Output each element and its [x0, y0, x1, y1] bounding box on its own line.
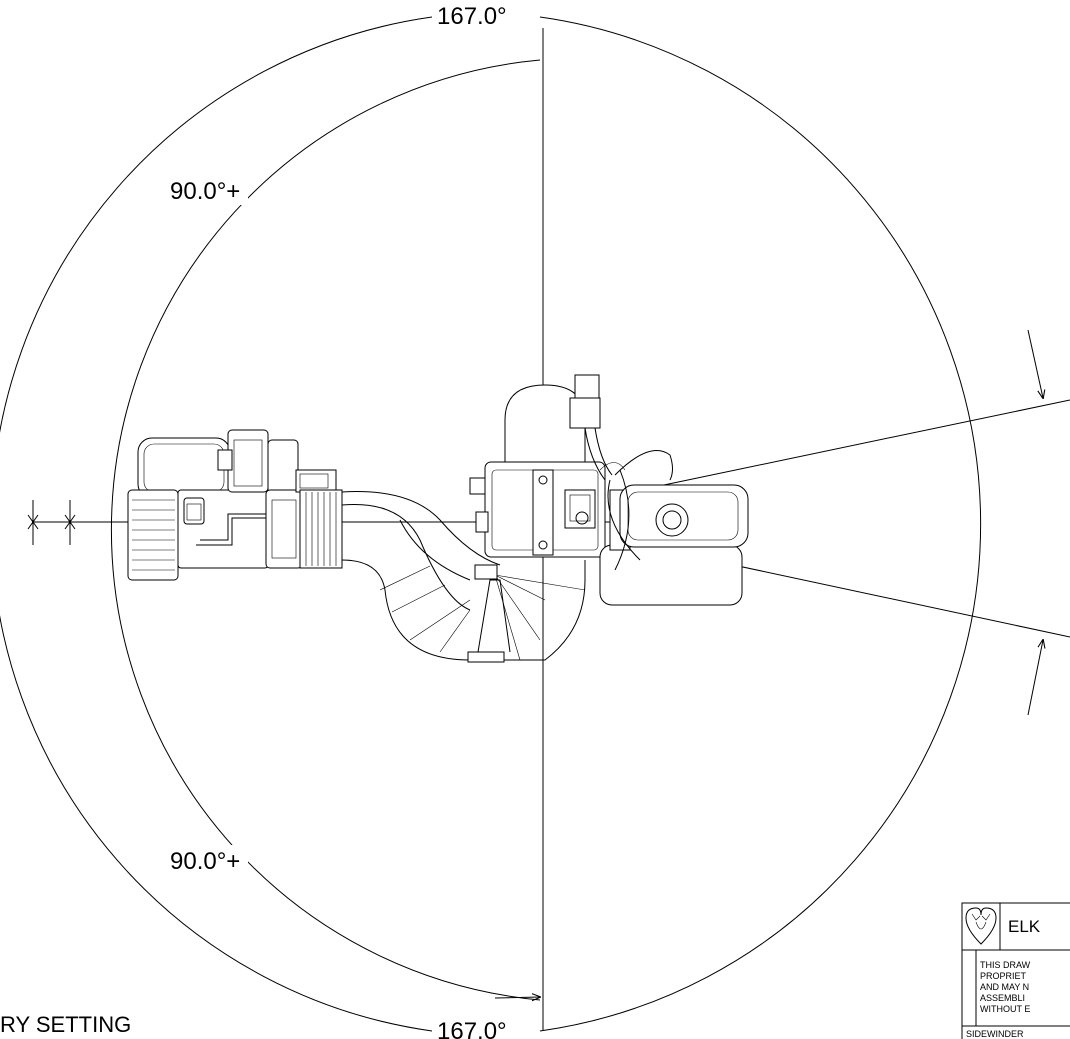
- disclaimer-line-5: WITHOUT E: [980, 1004, 1030, 1014]
- disclaimer-line-4: ASSEMBLI: [980, 993, 1025, 1003]
- inner-left-arc: [110, 59, 541, 1001]
- bottom-angle-label: 167.0°: [437, 1018, 507, 1039]
- upper-left-angle-label: 90.0°+: [170, 178, 240, 205]
- company-name: ELK: [1008, 917, 1041, 936]
- central-body: [469, 374, 613, 558]
- factory-setting-note: RY SETTING: [0, 1012, 131, 1037]
- upper-nozzle-ray: [639, 399, 1070, 491]
- left-motor-assembly: [127, 429, 343, 581]
- disclaimer-line-1: THIS DRAW: [980, 960, 1031, 970]
- nozzle-head: [599, 450, 749, 606]
- elbow-pipe: [341, 491, 586, 663]
- upper-right-dim-arrow: [1027, 329, 1043, 398]
- outer-right-arc: [539, 16, 982, 1032]
- angle-labels: 167.0° 167.0° 90.0°+ 90.0°+: [168, 0, 538, 1039]
- title-block: ELK THIS DRAW PROPRIET AND MAY N ASSEMBL…: [961, 902, 1070, 1039]
- product-name: SIDEWINDER: [966, 1029, 1024, 1039]
- disclaimer-line-2: PROPRIET: [980, 971, 1027, 981]
- outer-rotation-arc: [0, 16, 433, 1032]
- top-angle-label: 167.0°: [437, 3, 507, 30]
- bottom-dim-arrow: [494, 997, 540, 998]
- lower-right-dim-arrow: [1027, 640, 1043, 716]
- disclaimer-line-3: AND MAY N: [980, 982, 1029, 992]
- rotation-arcs: [0, 16, 1043, 1032]
- left-limit-arrows: [27, 514, 76, 530]
- lower-left-angle-label: 90.0°+: [170, 848, 240, 875]
- elk-heart-logo-icon: [965, 907, 997, 945]
